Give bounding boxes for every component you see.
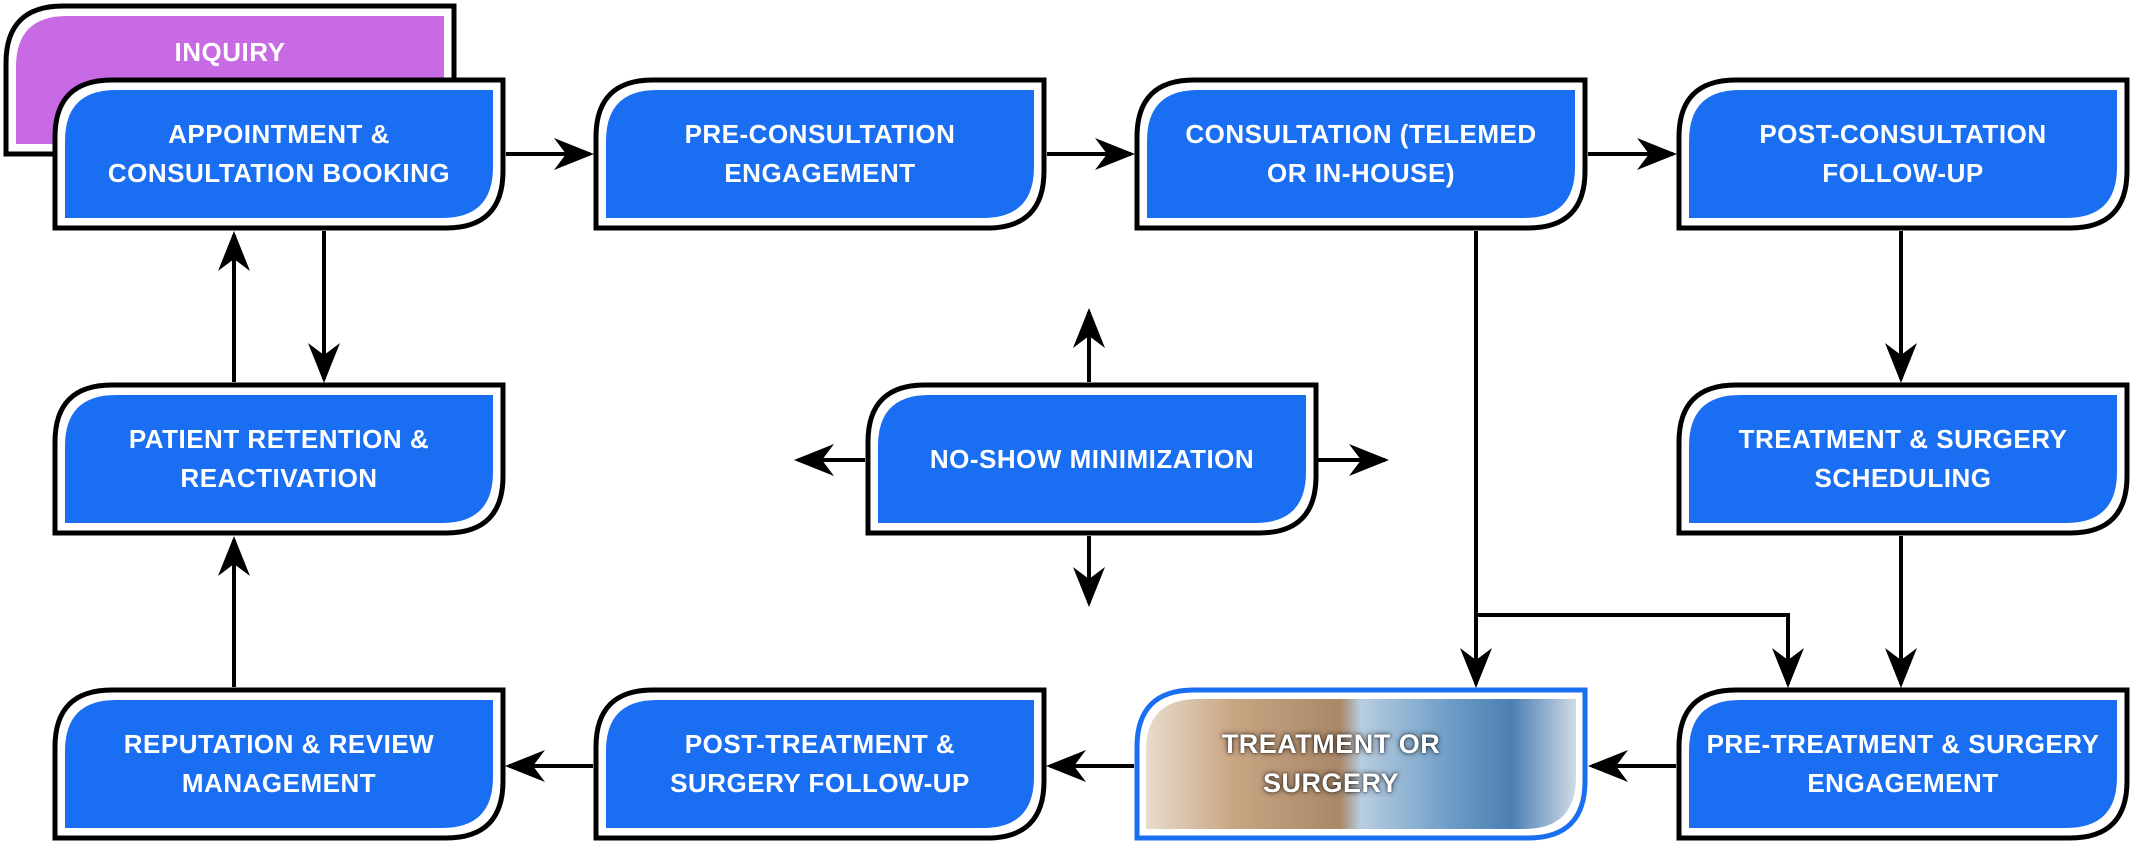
node-consultation[interactable]: CONSULTATION (TELEMED OR IN-HOUSE) (1134, 77, 1588, 231)
arrow-consult-to-pretreatment (1476, 613, 1804, 688)
node-patient-retention[interactable]: PATIENT RETENTION & REACTIVATION (52, 382, 506, 536)
node-label: REPUTATION & REVIEW MANAGEMENT (123, 729, 435, 798)
node-pre-treatment[interactable]: PRE-TREATMENT & SURGERY ENGAGEMENT (1676, 687, 2130, 841)
node-label: POST-CONSULTATION FOLLOW-UP (1759, 119, 2047, 188)
treatment-photo (1134, 687, 1588, 841)
node-label: NO-SHOW MINIMIZATION (929, 443, 1255, 474)
node-treatment-or-surgery[interactable]: TREATMENT OR SURGERY (1134, 687, 1588, 841)
node-post-treatment[interactable]: POST-TREATMENT & SURGERY FOLLOW-UP (593, 687, 1047, 841)
node-no-show-minimization[interactable]: NO-SHOW MINIMIZATION (865, 382, 1319, 536)
node-appointment-booking[interactable]: APPOINTMENT & CONSULTATION BOOKING (52, 77, 506, 231)
node-label: POST-TREATMENT & SURGERY FOLLOW-UP (670, 729, 970, 798)
node-label: PATIENT RETENTION & REACTIVATION (128, 424, 430, 493)
node-label: PRE-TREATMENT & SURGERY ENGAGEMENT (1706, 729, 2100, 798)
node-label: CONSULTATION (TELEMED OR IN-HOUSE) (1185, 119, 1537, 188)
node-pre-consultation[interactable]: PRE-CONSULTATION ENGAGEMENT (593, 77, 1047, 231)
node-label: PRE-CONSULTATION ENGAGEMENT (684, 119, 956, 188)
node-label: APPOINTMENT & CONSULTATION BOOKING (107, 119, 451, 188)
node-label: TREATMENT OR SURGERY (1221, 729, 1441, 798)
node-reputation-management[interactable]: REPUTATION & REVIEW MANAGEMENT (52, 687, 506, 841)
node-treatment-scheduling[interactable]: TREATMENT & SURGERY SCHEDULING (1676, 382, 2130, 536)
node-label: TREATMENT & SURGERY SCHEDULING (1738, 424, 2068, 493)
node-post-consultation[interactable]: POST-CONSULTATION FOLLOW-UP (1676, 77, 2130, 231)
node-label: INQUIRY (174, 37, 286, 67)
